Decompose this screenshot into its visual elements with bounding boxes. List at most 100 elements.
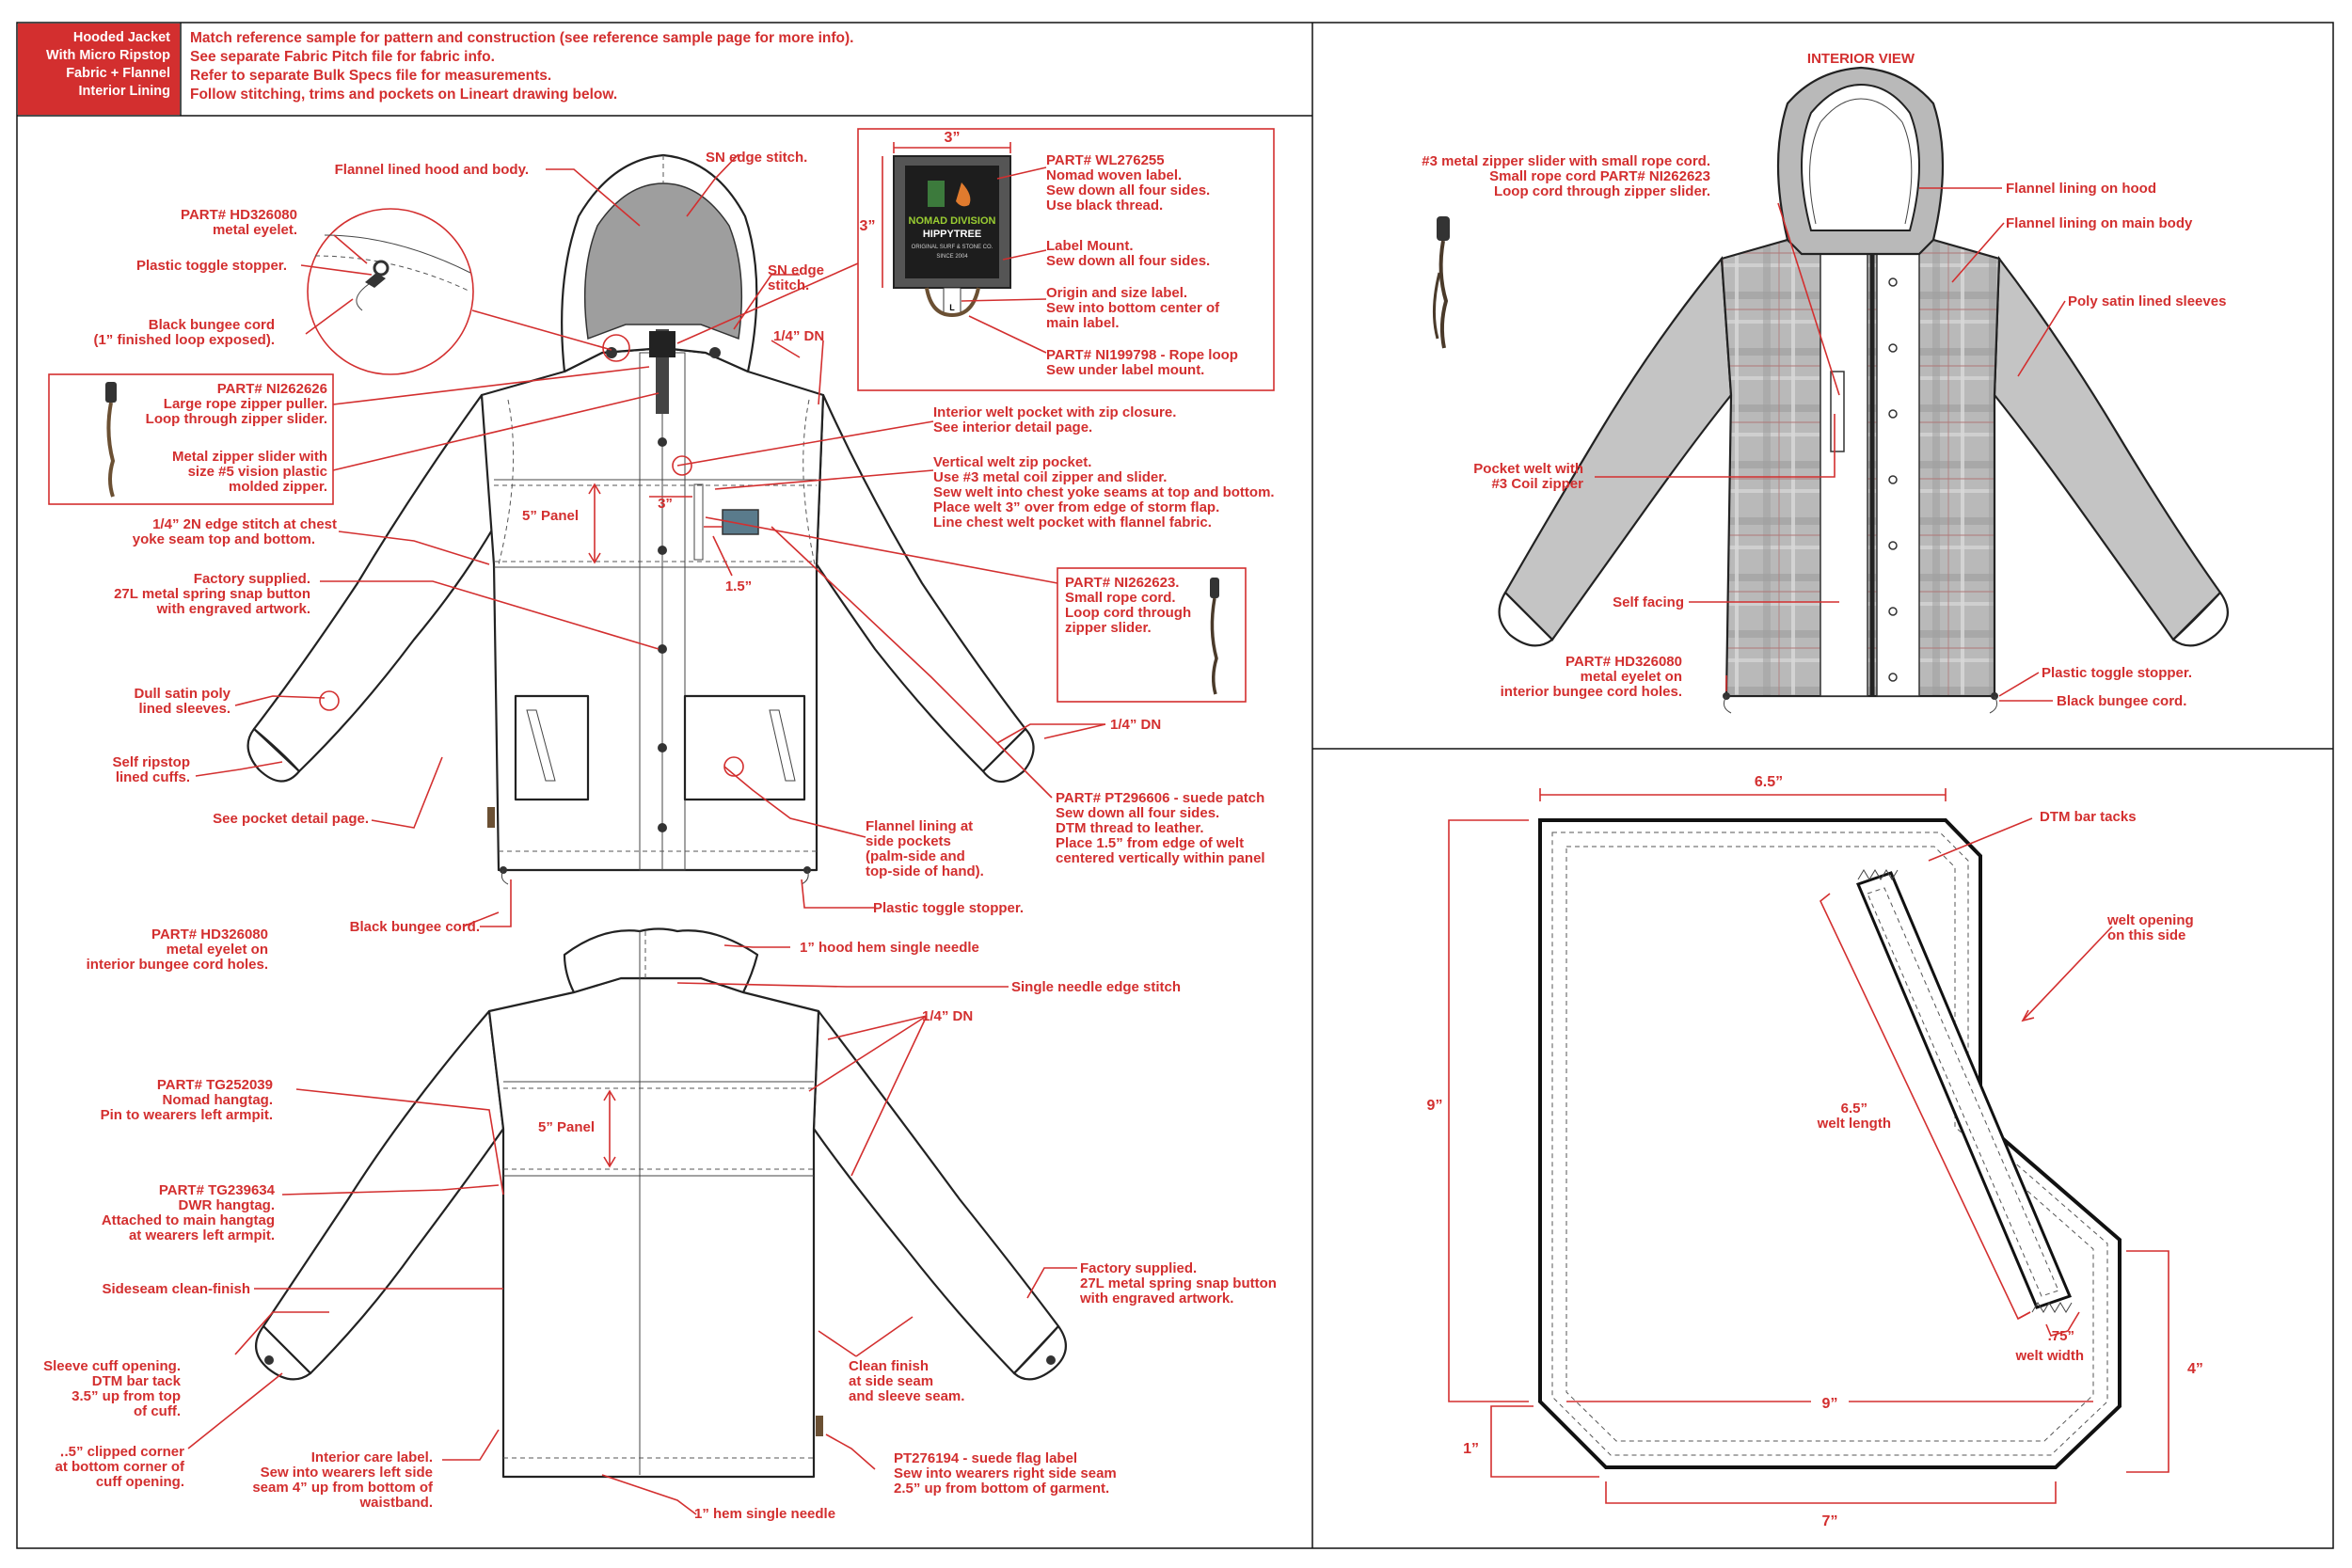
interior-left-sleeve [1503, 256, 1733, 641]
annotation: Clean finish [849, 1358, 929, 1374]
back-annotations: 1” hood hem single needle Single needle … [43, 940, 1277, 1522]
annotation: Pin to wearers left armpit. [101, 1107, 273, 1123]
annotation: centered vertically within panel [1056, 850, 1265, 866]
annotation: 5” Panel [522, 508, 579, 524]
badge-line: With Micro Ripstop [46, 48, 170, 63]
annotation: 5” Panel [538, 1119, 595, 1135]
header: Hooded Jacket With Micro Ripstop Fabric … [18, 24, 853, 115]
annotation: at wearers left armpit. [129, 1227, 275, 1243]
annotation: PART# NI262623. [1065, 575, 1179, 591]
header-note: Refer to separate Bulk Specs file for me… [190, 68, 551, 84]
annotation: lined cuffs. [116, 769, 190, 785]
annotation: Plastic toggle stopper. [2042, 665, 2192, 681]
header-note: See separate Fabric Pitch file for fabri… [190, 49, 495, 65]
annotation: Loop through zipper slider. [146, 411, 327, 427]
label-brand-line: NOMAD DIVISION [909, 215, 996, 227]
annotation: at bottom corner of [56, 1459, 186, 1475]
annotation: stitch. [768, 277, 809, 293]
welt-opening [1855, 871, 2073, 1309]
annotation: 3” [658, 496, 673, 512]
label-brand-line: SINCE 2004 [936, 254, 968, 260]
annotation: Single needle edge stitch [1011, 979, 1181, 995]
annotation: metal eyelet on [167, 942, 268, 958]
annotation: Sew down all four sides. [1046, 182, 1210, 198]
annotation: PT276194 - suede flag label [894, 1450, 1077, 1466]
small-rope-detail-box [705, 516, 1247, 703]
annotation: 27L metal spring snap button [114, 586, 310, 602]
annotation: Black bungee cord. [2057, 693, 2186, 709]
annotation: with engraved artwork. [1079, 1291, 1233, 1307]
back-left-cuff [255, 1324, 312, 1381]
annotation: 2.5” up from bottom of garment. [894, 1481, 1109, 1497]
annotation: Sleeve cuff opening. [43, 1358, 181, 1374]
annotation: side pockets [866, 833, 951, 849]
annotation: Attached to main hangtag [102, 1212, 275, 1228]
front-right-pocket [683, 694, 806, 801]
interior-hood-opening [1801, 83, 1920, 231]
annotation: 1/4” DN [773, 328, 824, 344]
annotation: Metal zipper slider with [172, 449, 327, 465]
annotation: PART# NI199798 - Rope loop [1046, 347, 1238, 363]
annotation: Sew into wearers right side seam [894, 1465, 1117, 1481]
annotation: Sew into wearers left side [261, 1465, 433, 1481]
annotation: PART# WL276255 [1046, 152, 1165, 168]
annotation: with engraved artwork. [156, 601, 310, 617]
label-size: L [949, 303, 955, 312]
annotation: Flannel lining on hood [2006, 181, 2156, 197]
annotation: Small rope cord. [1065, 590, 1176, 606]
back-right-cuff [1012, 1324, 1067, 1381]
annotation: PART# HD326080 [1565, 654, 1682, 670]
annotation: Sideseam clean-finish [102, 1281, 250, 1297]
annotation: 3.5” up from top [72, 1388, 181, 1404]
annotation: #3 Coil zipper [1491, 476, 1583, 492]
annotation: Pocket welt with [1473, 461, 1583, 477]
annotation: DTM bar tack [92, 1373, 182, 1389]
annotation: 27L metal spring snap button [1080, 1275, 1277, 1291]
label-detail-box: NOMAD DIVISION HIPPYTREE ORIGINAL SURF &… [676, 128, 1275, 391]
annotation: on this side [2107, 927, 2185, 943]
annotation: PART# TG239634 [159, 1182, 276, 1198]
annotation: SN edge [768, 262, 824, 278]
front-leaders [195, 153, 1106, 927]
front-left-pocket [514, 694, 590, 801]
annotation: molded zipper. [229, 479, 327, 495]
annotation: Interior welt pocket with zip closure. [933, 404, 1176, 420]
pocket-corner-dim: 1” [1463, 1441, 1479, 1457]
interior-view-drawing: INTERIOR VIEW [1432, 51, 2229, 714]
label-brand-line: ORIGINAL SURF & STONE CO. [912, 245, 993, 250]
back-jacket-drawing [255, 927, 1067, 1479]
annotation: Loop cord through [1065, 605, 1191, 621]
annotation: Factory supplied. [1080, 1260, 1197, 1276]
front-right-sleeve [815, 393, 1027, 773]
badge-line: Hooded Jacket [73, 30, 170, 45]
annotation: Vertical welt zip pocket. [933, 454, 1091, 470]
annotation: main label. [1046, 315, 1120, 331]
annotation: PART# HD326080 [151, 927, 268, 942]
annotation: PART# TG252039 [157, 1077, 273, 1093]
pocket-top-dim: 6.5” [1755, 774, 1783, 790]
interior-title: INTERIOR VIEW [1807, 51, 1915, 67]
front-jacket-drawing [246, 153, 1035, 885]
annotation: Plastic toggle stopper. [873, 900, 1024, 916]
badge-line: Interior Lining [79, 84, 170, 99]
annotation: Small rope cord PART# NI262623 [1489, 168, 1710, 184]
interior-right-cuff [2171, 591, 2229, 647]
annotation: Origin and size label. [1046, 285, 1187, 301]
annotation: (1” finished loop exposed). [93, 332, 275, 348]
annotation: of cuff. [134, 1403, 181, 1419]
annotation: Sew into bottom center of [1046, 300, 1220, 316]
badge-line: Fabric + Flannel [66, 66, 170, 81]
interior-right-facing [1876, 239, 1920, 697]
annotation: welt width [2015, 1348, 2085, 1364]
annotation: waistband. [358, 1495, 433, 1511]
header-note: Follow stitching, trims and pockets on L… [190, 87, 617, 103]
annotation: Poly satin lined sleeves [2068, 293, 2226, 309]
annotation: Sew welt into chest yoke seams at top an… [933, 484, 1275, 500]
pocket-bottom-dim: 7” [1822, 1513, 1838, 1529]
annotation: PART# HD326080 [181, 207, 297, 223]
annotation: interior bungee cord holes. [87, 957, 268, 973]
annotation: PART# NI262626 [217, 381, 327, 397]
label-height-dim: 3” [860, 218, 876, 234]
annotation: Sew down all four sides. [1056, 805, 1219, 821]
